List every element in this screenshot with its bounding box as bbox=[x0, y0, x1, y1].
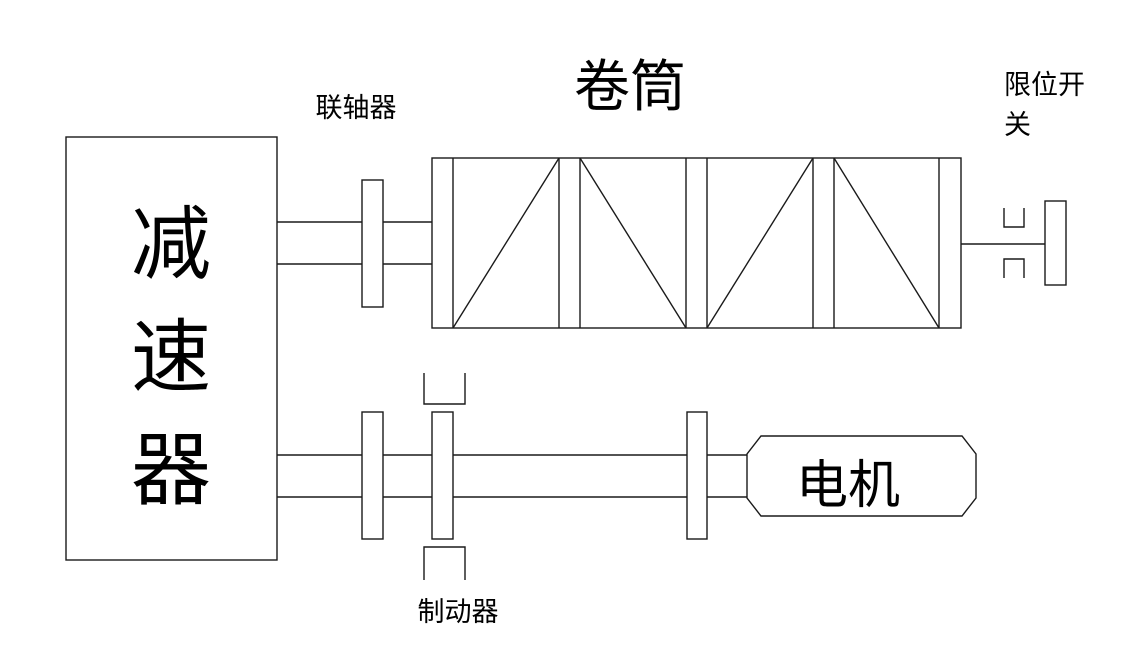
drum-label: 卷筒 bbox=[574, 55, 686, 120]
drum-rope-winding-2 bbox=[579, 157, 687, 329]
drum bbox=[431, 157, 962, 329]
limit-switch-contact-lower bbox=[1003, 258, 1025, 278]
coupling-label: 联轴器 bbox=[316, 93, 397, 124]
motor: 电机 bbox=[746, 435, 977, 517]
upper-coupling bbox=[361, 179, 384, 308]
reducer-label-char-1: 减 bbox=[131, 198, 211, 291]
brake-disc bbox=[431, 411, 454, 540]
reducer-label-char-3: 器 bbox=[131, 424, 211, 517]
brake-shoe-upper bbox=[423, 373, 466, 405]
limit-switch-label-line-1: 限位开 bbox=[1004, 70, 1085, 101]
motor-label: 电机 bbox=[796, 456, 900, 516]
drum-body bbox=[431, 157, 962, 329]
motor-body bbox=[746, 435, 977, 517]
reducer-label-char-2: 速 bbox=[131, 311, 211, 404]
limit-switch-label-line-2: 关 bbox=[1004, 110, 1031, 141]
reducer: 减 速 器 bbox=[65, 136, 278, 561]
upper-shaft bbox=[277, 221, 432, 265]
lower-shaft bbox=[277, 454, 747, 498]
reducer-body bbox=[65, 136, 278, 561]
drum-rope-winding-4 bbox=[833, 157, 940, 329]
limit-switch-disc bbox=[1044, 200, 1067, 286]
limit-switch-contact-upper bbox=[1003, 208, 1025, 228]
lower-coupling-motor-side bbox=[686, 411, 708, 540]
brake bbox=[423, 373, 466, 580]
brake-shoe-lower bbox=[423, 546, 466, 580]
limit-switch bbox=[961, 200, 1067, 286]
brake-label: 制动器 bbox=[418, 597, 499, 628]
drum-rope-winding-3 bbox=[706, 157, 814, 329]
lower-coupling-reducer-side bbox=[361, 411, 384, 540]
drum-rope-winding-1 bbox=[452, 157, 560, 329]
